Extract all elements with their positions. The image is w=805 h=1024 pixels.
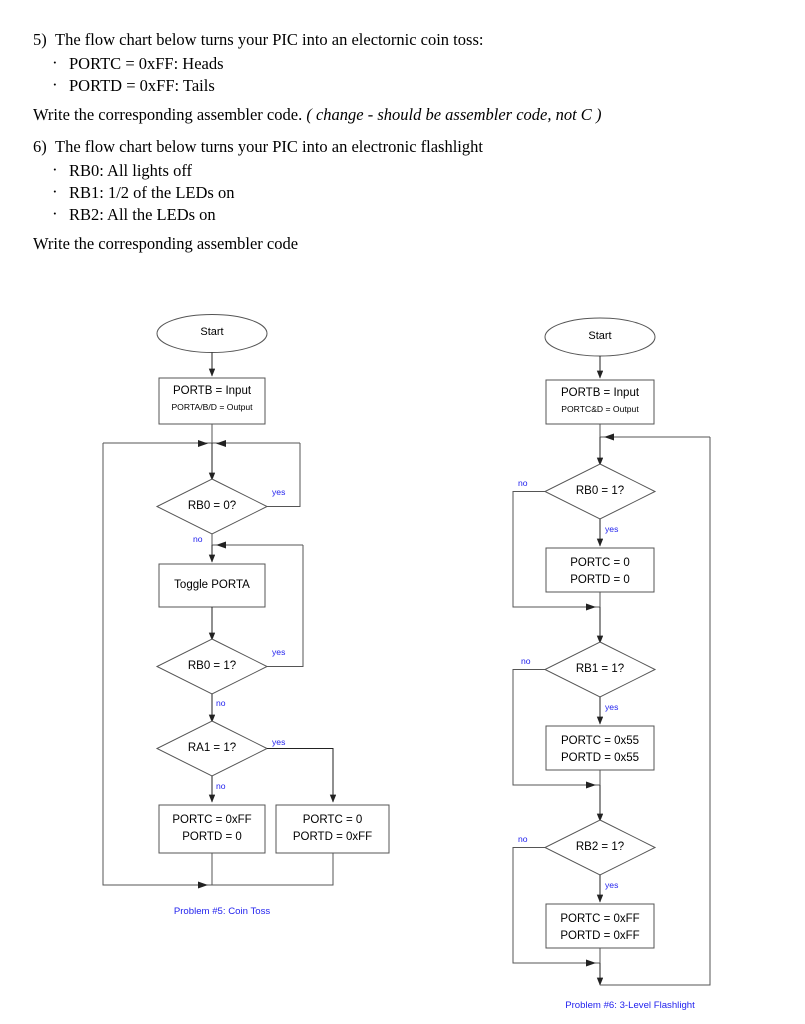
- node-rb0-label: RB0 = 1?: [575, 485, 625, 497]
- node-full-label-line1: PORTC = 0xFF: [560, 913, 640, 925]
- node-init-label-line2: PORTA/B/D = Output: [171, 402, 253, 412]
- edge-label-rb2-no: no: [518, 834, 528, 844]
- question-5-bullets: PORTC = 0xFF: Heads PORTD = 0xFF: Tails: [33, 52, 733, 97]
- edge-rb2-no: [512, 847, 600, 964]
- node-start-label: Start: [200, 326, 224, 338]
- node-tails-shape: [275, 804, 390, 854]
- node-toggle-label: Toggle PORTA: [174, 579, 250, 591]
- edge-label-ra1-no: no: [216, 781, 226, 791]
- edge-label-rb0zero-no: no: [193, 534, 203, 544]
- node-rb2-label: RB2 = 1?: [575, 841, 625, 853]
- question-5-instruction-line: Write the corresponding assembler code. …: [33, 103, 733, 126]
- node-off-label-line1: PORTC = 0: [570, 557, 630, 569]
- node-start-label: Start: [588, 330, 612, 342]
- node-init-label-line1: PORTB = Input: [172, 385, 252, 397]
- edge-label-rb0one-no: no: [216, 698, 226, 708]
- node-ra1-label: RA1 = 1?: [187, 742, 237, 754]
- edge-rb0-no: [512, 491, 600, 608]
- question-6-instruction-line: Write the corresponding assembler code: [33, 232, 733, 255]
- question-6-text: The flow chart below turns your PIC into…: [55, 137, 483, 156]
- merge3-arrow: [586, 959, 596, 967]
- edge-rb1-no: [512, 669, 600, 786]
- question-5-note: ( change - should be assembler code, not…: [306, 105, 602, 124]
- question-5-text: The flow chart below turns your PIC into…: [55, 30, 484, 49]
- edge-label-rb2-yes: yes: [605, 880, 619, 890]
- merge-top-arrow: [604, 433, 614, 441]
- bottom-merge-arrow: [198, 881, 208, 889]
- edge-ra1-yes: [267, 748, 337, 803]
- edge-label-rb1-no: no: [521, 656, 531, 666]
- list-item: RB2: All the LEDs on: [33, 203, 733, 226]
- question-5-instruction: Write the corresponding assembler code.: [33, 105, 303, 124]
- node-init-label-line2: PORTC&D = Output: [561, 404, 639, 414]
- node-tails-label-line2: PORTD = 0xFF: [292, 831, 373, 843]
- node-heads-label-line2: PORTD = 0: [182, 831, 242, 843]
- node-rb0-zero-label: RB0 = 0?: [187, 500, 237, 512]
- merge-top-arrow-left: [198, 440, 208, 447]
- questions-block: 5) The flow chart below turns your PIC in…: [33, 28, 733, 255]
- flowchart-caption-flashlight: Problem #6: 3-Level Flashlight: [565, 1000, 695, 1011]
- question-5-heading: 5) The flow chart below turns your PIC in…: [33, 28, 733, 51]
- edge-tails-bottom: [212, 853, 334, 886]
- list-item: PORTC = 0xFF: Heads: [33, 52, 733, 75]
- node-half-label-line1: PORTC = 0x55: [560, 735, 640, 747]
- list-item: RB1: 1/2 of the LEDs on: [33, 181, 733, 204]
- node-full-label-line2: PORTD = 0xFF: [560, 930, 640, 942]
- merge1-arrow: [586, 603, 596, 611]
- node-heads-label-line1: PORTC = 0xFF: [172, 814, 252, 826]
- node-tails-label-line1: PORTC = 0: [302, 814, 363, 826]
- node-half-label-line2: PORTD = 0x55: [560, 752, 640, 764]
- flowchart-coin-toss: [102, 314, 390, 889]
- edge-label-rb0one-yes: yes: [272, 647, 286, 657]
- toggle-merge-arrow: [216, 541, 226, 549]
- edge-label-rb0-yes: yes: [605, 524, 619, 534]
- question-6-bullets: RB0: All lights off RB1: 1/2 of the LEDs…: [33, 159, 733, 226]
- question-6-number: 6): [33, 137, 47, 156]
- merge-top-arrow-right: [216, 440, 226, 447]
- list-item: PORTD = 0xFF: Tails: [33, 74, 733, 97]
- flowchart-caption-coin-toss: Problem #5: Coin Toss: [173, 906, 271, 917]
- question-5-number: 5): [33, 30, 47, 49]
- node-rb0-one-label: RB0 = 1?: [187, 660, 237, 672]
- question-6-heading: 6) The flow chart below turns your PIC in…: [33, 135, 733, 158]
- edge-label-rb0-no: no: [518, 478, 528, 488]
- question-spacer: [33, 126, 733, 135]
- edge-label-rb0zero-yes: yes: [272, 487, 286, 497]
- list-item: RB0: All lights off: [33, 159, 733, 182]
- node-rb1-label: RB1 = 1?: [575, 663, 625, 675]
- node-off-label-line2: PORTD = 0: [570, 574, 630, 586]
- question-6-instruction: Write the corresponding assembler code: [33, 234, 299, 253]
- node-init-label-line1: PORTB = Input: [560, 387, 640, 399]
- merge2-arrow: [586, 781, 596, 789]
- edge-label-rb1-yes: yes: [605, 702, 619, 712]
- edge-label-ra1-yes: yes: [272, 737, 286, 747]
- node-heads-shape: [158, 804, 266, 854]
